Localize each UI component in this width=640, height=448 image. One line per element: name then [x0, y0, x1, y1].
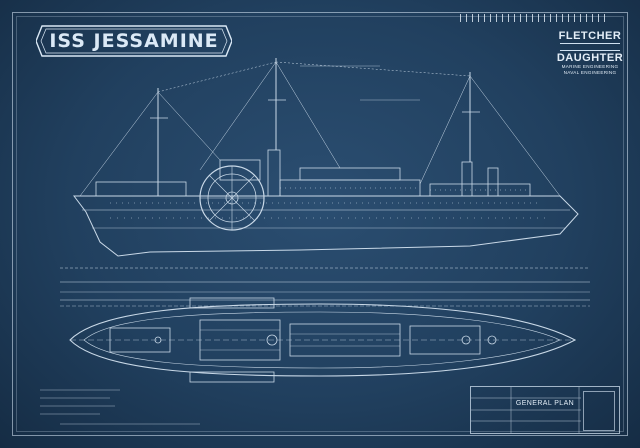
title-block: GENERAL PLAN — [470, 386, 620, 434]
brand-line-4: NAVAL ENGINEERING — [563, 70, 617, 75]
brand-line-1: FLETCHER — [558, 30, 622, 42]
title-banner: ISS JESSAMINE — [36, 24, 232, 58]
plan-view — [40, 297, 590, 425]
side-elevation — [60, 58, 590, 293]
brand-line-2: DAUGHTER — [556, 52, 624, 64]
brand-divider — [560, 43, 620, 51]
general-plan-label: GENERAL PLAN — [515, 400, 575, 407]
ship-title: ISS JESSAMINE — [49, 30, 219, 52]
title-block-mark — [583, 391, 615, 431]
outer-frame — [12, 12, 628, 436]
inner-frame — [16, 16, 624, 432]
brand-line-3: MARINE ENGINEERING — [561, 64, 619, 69]
brand-logo: FLETCHER DAUGHTER MARINE ENGINEERING NAV… — [552, 30, 628, 76]
scale-ticks — [460, 14, 610, 22]
